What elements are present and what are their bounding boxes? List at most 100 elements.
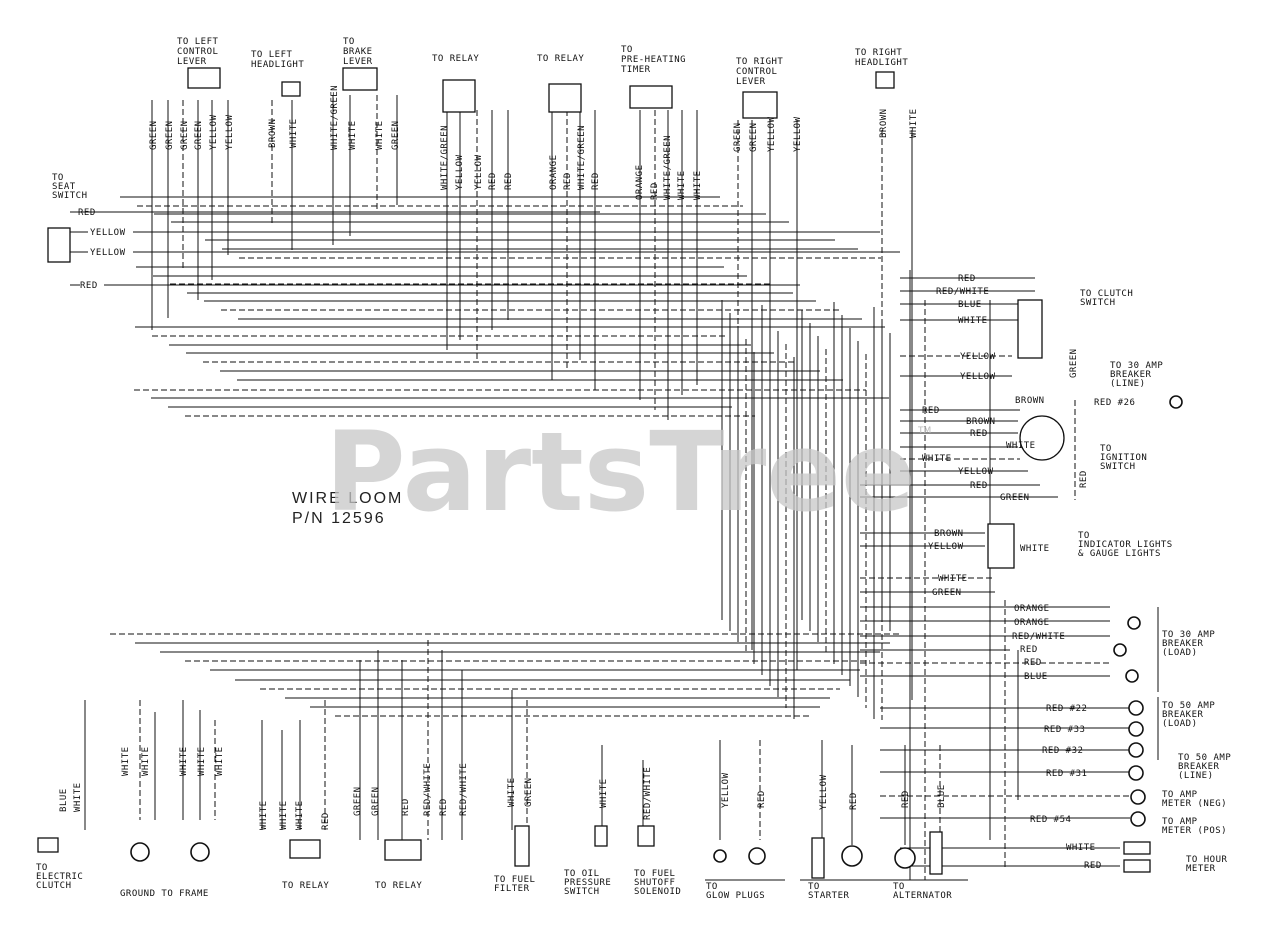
wire-color-label: WHITE xyxy=(197,746,207,776)
wire-color-label: WHITE xyxy=(141,746,151,776)
wire-color-label: WHITE xyxy=(279,800,289,830)
ignition-switch-label: TO xyxy=(1100,444,1112,454)
wire-color-label: ORANGE xyxy=(1014,618,1050,628)
wire-color-label: YELLOW xyxy=(958,467,994,477)
wire-color-label: WHITE xyxy=(215,746,225,776)
left-headlight-label: TO LEFT xyxy=(251,50,293,60)
amp-meter-pos-label: TO AMP xyxy=(1162,817,1198,827)
wire-color-label: RED xyxy=(504,172,514,190)
wire-color-label: GREEN xyxy=(391,120,401,150)
wire-color-label: RED xyxy=(321,812,331,830)
hour-meter-connector-2 xyxy=(1123,859,1151,873)
watermark-tm: TM xyxy=(917,426,931,436)
wire-color-label: RED/WHITE xyxy=(936,287,989,297)
ignition-switch-connector xyxy=(1019,415,1065,461)
relay-1-connector xyxy=(442,79,476,113)
indicator-lights-label: INDICATOR LIGHTS xyxy=(1078,540,1173,550)
wire-color-label: RED xyxy=(439,798,449,816)
wire-color-label: YELLOW xyxy=(455,154,465,190)
wire-color-label: WHITE/GREEN xyxy=(330,85,340,150)
alternator-label: TO xyxy=(893,882,905,892)
breaker-50-load-terminal-3 xyxy=(1128,742,1144,758)
right-headlight-connector xyxy=(875,71,895,89)
wire-color-label: BLUE xyxy=(59,788,69,812)
amp-meter-neg-terminal xyxy=(1130,789,1146,805)
wire-color-label: YELLOW xyxy=(819,774,829,810)
fuel-shutoff-label: TO FUEL xyxy=(634,869,675,879)
glow-plugs-label: TO xyxy=(706,882,718,892)
oil-pressure-label: SWITCH xyxy=(564,887,600,897)
left-headlight-connector xyxy=(281,81,301,97)
wire-color-label: YELLOW xyxy=(793,116,803,152)
wire-color-label: WHITE xyxy=(677,170,687,200)
wire-color-label: WHITE xyxy=(348,120,358,150)
wire-color-label: WHITE xyxy=(507,777,517,807)
wire-color-label: WHITE xyxy=(259,800,269,830)
wire-color-label: RED xyxy=(488,172,498,190)
seat-switch-label: SWITCH xyxy=(52,191,88,201)
ignition-switch-label: SWITCH xyxy=(1100,462,1136,472)
wire-color-label: ORANGE xyxy=(635,164,645,200)
hour-meter-connector-1 xyxy=(1123,841,1151,855)
breaker-30-load-label: BREAKER xyxy=(1162,639,1204,649)
preheat-timer-label: PRE-HEATING xyxy=(621,55,686,65)
starter-terminal xyxy=(841,845,863,867)
hour-meter-label: METER xyxy=(1186,864,1216,874)
wire-color-label: WHITE xyxy=(958,316,988,326)
breaker-30-line-label: BREAKER xyxy=(1110,370,1152,380)
wire-color-label: GREEN xyxy=(1000,493,1030,503)
wire-color-label: RED xyxy=(1024,658,1042,668)
breaker-50-load-terminal-2 xyxy=(1128,721,1144,737)
breaker-30-line-terminal xyxy=(1169,395,1183,409)
breaker-50-load-terminal-1 xyxy=(1128,700,1144,716)
wire-color-label: ORANGE xyxy=(549,154,559,190)
wire-color-label: WHITE xyxy=(121,746,131,776)
wire-color-label: RED xyxy=(849,792,859,810)
wire-color-label: GREEN xyxy=(194,120,204,150)
relay-b-label: TO RELAY xyxy=(375,881,422,891)
wire-color-label: RED/WHITE xyxy=(459,763,469,816)
fuel-filter-label: TO FUEL xyxy=(494,875,535,885)
wire-color-label: RED #33 xyxy=(1044,725,1085,735)
fuel-shutoff-label: SOLENOID xyxy=(634,887,681,897)
brake-lever-connector xyxy=(342,67,378,91)
wire-color-label: BROWN xyxy=(1015,396,1045,406)
wire-color-label: RED #32 xyxy=(1042,746,1083,756)
wire-color-label: GREEN xyxy=(353,786,363,816)
fuel-filter-label: FILTER xyxy=(494,884,530,894)
glow-plugs-label: GLOW PLUGS xyxy=(706,891,765,901)
preheat-timer-label: TO xyxy=(621,45,633,55)
wire-color-label: RED xyxy=(757,790,767,808)
relay-1-label: TO RELAY xyxy=(432,54,479,64)
wire-color-label: RED xyxy=(591,172,601,190)
wire-color-label: BROWN xyxy=(268,118,278,148)
alternator-label: ALTERNATOR xyxy=(893,891,952,901)
wire-color-label: WHITE xyxy=(938,574,968,584)
wire-color-label: WHITE/GREEN xyxy=(663,135,673,200)
oil-pressure-label: TO OIL xyxy=(564,869,600,879)
wire-color-label: RED xyxy=(650,182,660,200)
breaker-50-line-label: (LINE) xyxy=(1178,771,1214,781)
preheat-timer-connector xyxy=(629,85,673,109)
glow-plug-terminal-2 xyxy=(748,847,766,865)
relay-b-connector xyxy=(384,839,422,861)
right-control-lever-label: LEVER xyxy=(736,77,766,87)
wire-color-label: RED #26 xyxy=(1094,398,1135,408)
oil-pressure-connector xyxy=(594,825,608,847)
wire-color-label: BLUE xyxy=(958,300,982,310)
wire-color-label: RED xyxy=(958,274,976,284)
relay-2-label: TO RELAY xyxy=(537,54,584,64)
oil-pressure-label: PRESSURE xyxy=(564,878,611,888)
glow-plug-terminal-1 xyxy=(713,849,727,863)
wire-color-label: YELLOW xyxy=(474,154,484,190)
wire-color-label: GREEN xyxy=(180,120,190,150)
breaker-50-line-terminal xyxy=(1128,765,1144,781)
right-control-lever-label: TO RIGHT xyxy=(736,57,783,67)
amp-meter-neg-label: TO AMP xyxy=(1162,790,1198,800)
preheat-timer-label: TIMER xyxy=(621,65,651,75)
right-control-lever-label: CONTROL xyxy=(736,67,777,77)
wire-color-label: RED xyxy=(563,172,573,190)
wire-color-label: RED xyxy=(1084,861,1102,871)
indicator-lights-label: & GAUGE LIGHTS xyxy=(1078,549,1161,559)
